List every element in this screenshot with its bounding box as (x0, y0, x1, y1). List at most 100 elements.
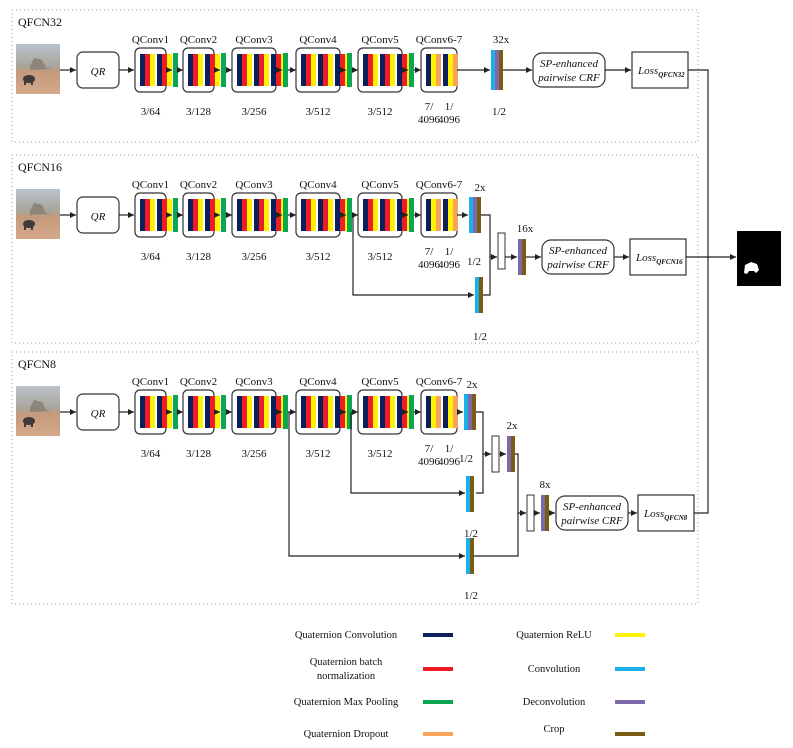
conv-bar (464, 394, 468, 430)
block-param: 4096 (438, 114, 461, 126)
qconv-layer-bar (140, 54, 145, 86)
block-param: 3/256 (241, 251, 267, 263)
crop-bar (479, 277, 483, 313)
block-param: 7/ (425, 443, 435, 455)
qconv-layer-bar (426, 396, 431, 428)
legend-label: Convolution (528, 664, 581, 675)
qdrop-layer-bar (436, 396, 441, 428)
qr-label: QR (91, 211, 106, 223)
connector-line (352, 215, 474, 298)
qdrop-layer-bar (436, 54, 441, 86)
qbn-layer-bar (323, 396, 328, 428)
connector-line (481, 214, 497, 260)
deconv-bar (518, 239, 522, 275)
legend-label: Quaternion ReLU (516, 630, 592, 641)
qdrop-layer-bar (453, 54, 458, 86)
qr-label: QR (91, 408, 106, 420)
hill-shape (30, 58, 52, 70)
upsample-label: 8x (540, 479, 552, 491)
connector-line (515, 453, 526, 516)
qbn-layer-bar (306, 199, 311, 231)
crf-label-line1: SP-enhanced (549, 245, 608, 257)
legend-swatch (615, 667, 645, 671)
qconv-layer-bar (318, 54, 323, 86)
max-pool-bar (221, 395, 226, 429)
max-pool-bar (347, 395, 352, 429)
crop-bar (477, 197, 481, 233)
block-name: QConv2 (180, 34, 217, 46)
connector-line (688, 69, 709, 260)
qbn-layer-bar (193, 199, 198, 231)
qrelu-layer-bar (150, 54, 155, 86)
qconv-layer-bar (271, 396, 276, 428)
block-name: QConv5 (361, 179, 399, 191)
qconv-layer-bar (237, 199, 242, 231)
qbn-layer-bar (385, 54, 390, 86)
legend-item: Convolution (528, 664, 645, 675)
qdrop-layer-bar (453, 396, 458, 428)
upsample-label: 2x (507, 420, 519, 432)
legend-label: Deconvolution (523, 697, 586, 708)
qrelu-layer-bar (390, 54, 395, 86)
max-pool-bar (173, 53, 178, 87)
elephant-silhouette-icon (744, 262, 759, 274)
crf-label-line2: pairwise CRF (546, 259, 609, 271)
row-frame (11, 351, 699, 605)
qrelu-layer-bar (328, 199, 333, 231)
block-name: QConv2 (180, 376, 217, 388)
block-param: 3/512 (305, 448, 330, 460)
qbn-layer-bar (259, 199, 264, 231)
max-pool-bar (283, 53, 288, 87)
qbn-layer-bar (259, 396, 264, 428)
qrelu-layer-bar (448, 199, 453, 231)
loss-box (631, 51, 689, 89)
loss-label: LossQFCN32 (637, 65, 685, 79)
qrelu-layer-bar (198, 54, 203, 86)
elephant-leg (24, 224, 26, 230)
qbn-layer-bar (306, 396, 311, 428)
qconv-layer-bar (380, 54, 385, 86)
qconv-layer-bar (363, 54, 368, 86)
upsample-param: 1/2 (459, 453, 473, 465)
qconv-layer-bar (157, 199, 162, 231)
crop-bar (522, 239, 526, 275)
block-param: 3/128 (186, 448, 212, 460)
crop-bar (470, 476, 474, 512)
legend-item: Crop (544, 724, 645, 736)
qconv-layer-bar (237, 396, 242, 428)
deconv-bar (495, 50, 499, 90)
max-pool-bar (221, 198, 226, 232)
block-name: QConv6-7 (416, 376, 463, 388)
output-mask-image (737, 231, 781, 286)
legend-swatch (423, 667, 453, 671)
block-name: QConv3 (235, 34, 273, 46)
qrelu-layer-bar (328, 54, 333, 86)
qrelu-layer-bar (198, 396, 203, 428)
qrelu-layer-bar (311, 54, 316, 86)
block-param: 3/128 (186, 251, 212, 263)
qconv-layer-bar (301, 199, 306, 231)
block-param: 3/512 (305, 106, 330, 118)
connector-line (694, 260, 709, 514)
block-param: 1/ (445, 101, 455, 113)
qconv-layer-bar (157, 396, 162, 428)
legend-swatch (423, 633, 453, 637)
block-param: 4096 (438, 259, 461, 271)
qconv-layer-bar (301, 54, 306, 86)
crf-label-line2: pairwise CRF (537, 72, 600, 84)
qrelu-layer-bar (311, 396, 316, 428)
qconv-layer-bar (254, 199, 259, 231)
block-name: QConv4 (299, 34, 337, 46)
conv-bar (466, 538, 470, 574)
qconv-layer-bar (140, 199, 145, 231)
max-pool-bar (347, 198, 352, 232)
qrelu-layer-bar (150, 199, 155, 231)
elephant-leg (24, 79, 26, 85)
crop-bar (545, 495, 549, 531)
upsample-label: 32x (493, 34, 510, 46)
qconv-layer-bar (205, 54, 210, 86)
qrelu-layer-bar (328, 396, 333, 428)
qconv-layer-bar (205, 199, 210, 231)
